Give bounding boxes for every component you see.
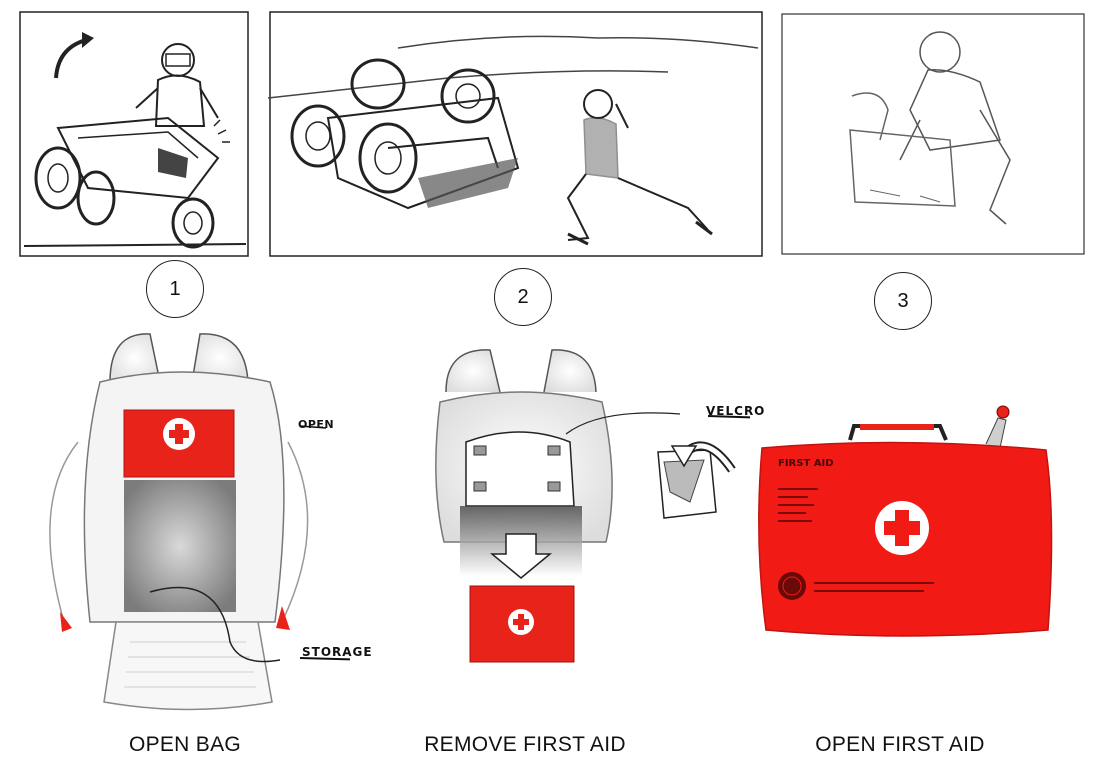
step-number-3-label: 3 (897, 289, 909, 312)
first-aid-title: FIRST AID (778, 458, 834, 469)
step-number-1-label: 1 (169, 277, 181, 300)
storage-label: STORAGE (302, 645, 373, 659)
remove-first-aid-illustration (420, 342, 750, 682)
open-first-aid-illustration: FIRST AID (750, 400, 1060, 660)
atv-crash-sketch (268, 11, 763, 257)
caption-open-first-aid: OPEN FIRST AID (815, 733, 985, 756)
step-number-1: 1 (146, 260, 204, 318)
caption-open-bag: OPEN BAG (128, 733, 242, 756)
storyboard-panel-2 (268, 8, 764, 260)
open-label: OPEN (298, 418, 335, 431)
curved-arrow-icon (670, 445, 698, 468)
arrow-down-icon (489, 533, 553, 579)
step-number-2-label: 2 (517, 285, 529, 308)
velcro-label: VELCRO (706, 404, 766, 418)
open-bag-illustration (20, 322, 350, 722)
atv-tipping-sketch (19, 11, 249, 257)
storyboard-panel-1 (18, 8, 250, 260)
step-number-3: 3 (874, 272, 932, 330)
step-number-2: 2 (494, 268, 552, 326)
rider-first-aid-sketch (781, 13, 1085, 255)
storyboard-panel-3 (780, 10, 1086, 260)
caption-remove-first-aid: REMOVE FIRST AID (424, 733, 626, 756)
